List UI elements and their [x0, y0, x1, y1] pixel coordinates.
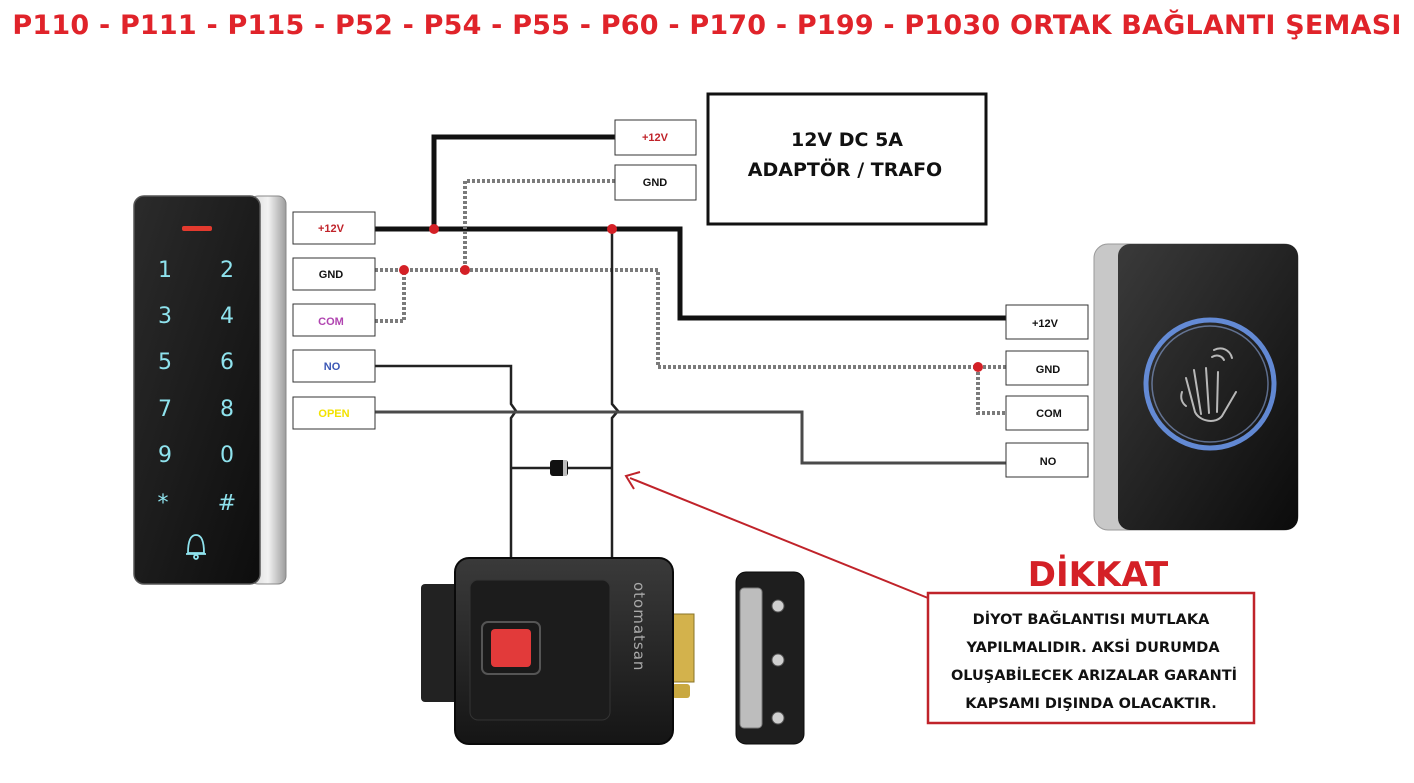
page-title: P110 - P111 - P115 - P52 - P54 - P55 - P…: [12, 10, 1402, 41]
psu-line2: ADAPTÖR / TRAFO: [748, 157, 942, 181]
key: 1: [158, 258, 172, 283]
keypad-terminal-com: COM: [318, 316, 344, 328]
wire-open: [375, 410, 1006, 465]
psu-line1: 12V DC 5A: [791, 129, 903, 151]
exit-button-terminals: +12V GND COM NO: [1005, 304, 1089, 478]
power-supply: 12V DC 5A ADAPTÖR / TRAFO +12V GND: [614, 92, 988, 226]
keypad-terminals: +12V GND COM NO OPEN: [292, 211, 376, 430]
psu-terminal-gnd: GND: [643, 177, 668, 189]
button-terminal-plus: +12V: [1032, 318, 1059, 330]
wire-lock-plus: [610, 229, 620, 560]
wire-button-com: [976, 367, 1006, 415]
junction-dot: [973, 362, 983, 372]
keypad-terminal-plus: +12V: [318, 223, 345, 235]
warning-title: DİKKAT: [1028, 554, 1169, 595]
wires: [375, 134, 1006, 599]
key: 5: [158, 350, 172, 375]
diode: [550, 460, 568, 476]
key: 3: [158, 304, 172, 329]
junction-dot: [399, 265, 409, 275]
touch-ring: [1143, 317, 1277, 451]
screw-icon: [771, 599, 785, 613]
door-lock: otomatsan: [421, 557, 695, 745]
wire-psu-plus: [431, 134, 615, 229]
warning-line: KAPSAMI DIŞINDA OLACAKTIR.: [965, 696, 1216, 712]
wire-gnd-bus: [375, 268, 1006, 369]
junction-dot: [429, 224, 439, 234]
lock-brand: otomatsan: [630, 582, 648, 671]
status-led: [182, 226, 212, 231]
button-terminal-com: COM: [1036, 408, 1062, 420]
screw-icon: [771, 711, 785, 725]
key: 8: [220, 397, 234, 422]
key: 7: [158, 397, 172, 422]
keypad-terminal-gnd: GND: [319, 269, 344, 281]
warning-arrow: [624, 471, 929, 599]
junction-dot: [607, 224, 617, 234]
bell-icon: [186, 534, 206, 560]
key: 9: [158, 443, 172, 468]
psu-terminal-plus: +12V: [642, 132, 669, 144]
key: *: [158, 491, 169, 516]
lock-release-button: [491, 629, 531, 667]
junction-dot: [460, 265, 470, 275]
warning-line: OLUŞABİLECEK ARIZALAR GARANTİ: [951, 667, 1237, 684]
wire-psu-gnd: [463, 179, 615, 270]
button-terminal-gnd: GND: [1036, 364, 1061, 376]
key: 6: [220, 350, 234, 375]
keypad-terminal-no: NO: [324, 361, 341, 373]
hand-icon: [1180, 347, 1237, 422]
strike-plate: [735, 571, 805, 745]
wire-plus-bus: [375, 226, 1006, 321]
button-terminal-no: NO: [1040, 456, 1057, 468]
key: 2: [220, 258, 234, 283]
wire-keypad-no: [375, 364, 518, 560]
keypad-keys: 1 2 3 4 5 6 7 8 9 0 * #: [158, 258, 237, 516]
exit-touch-button: [1093, 243, 1299, 531]
key: 4: [220, 304, 234, 329]
key: #: [218, 491, 236, 516]
key: 0: [220, 443, 234, 468]
warning-box: DİKKAT DİYOT BAĞLANTISI MUTLAKA YAPILMAL…: [926, 554, 1256, 725]
keypad-device: 1 2 3 4 5 6 7 8 9 0 * #: [133, 195, 287, 585]
keypad-terminal-open: OPEN: [318, 408, 349, 420]
wire-keypad-com: [375, 270, 406, 323]
screw-icon: [771, 653, 785, 667]
warning-line: YAPILMALIDIR. AKSİ DURUMDA: [965, 639, 1220, 656]
warning-line: DİYOT BAĞLANTISI MUTLAKA: [973, 610, 1210, 628]
